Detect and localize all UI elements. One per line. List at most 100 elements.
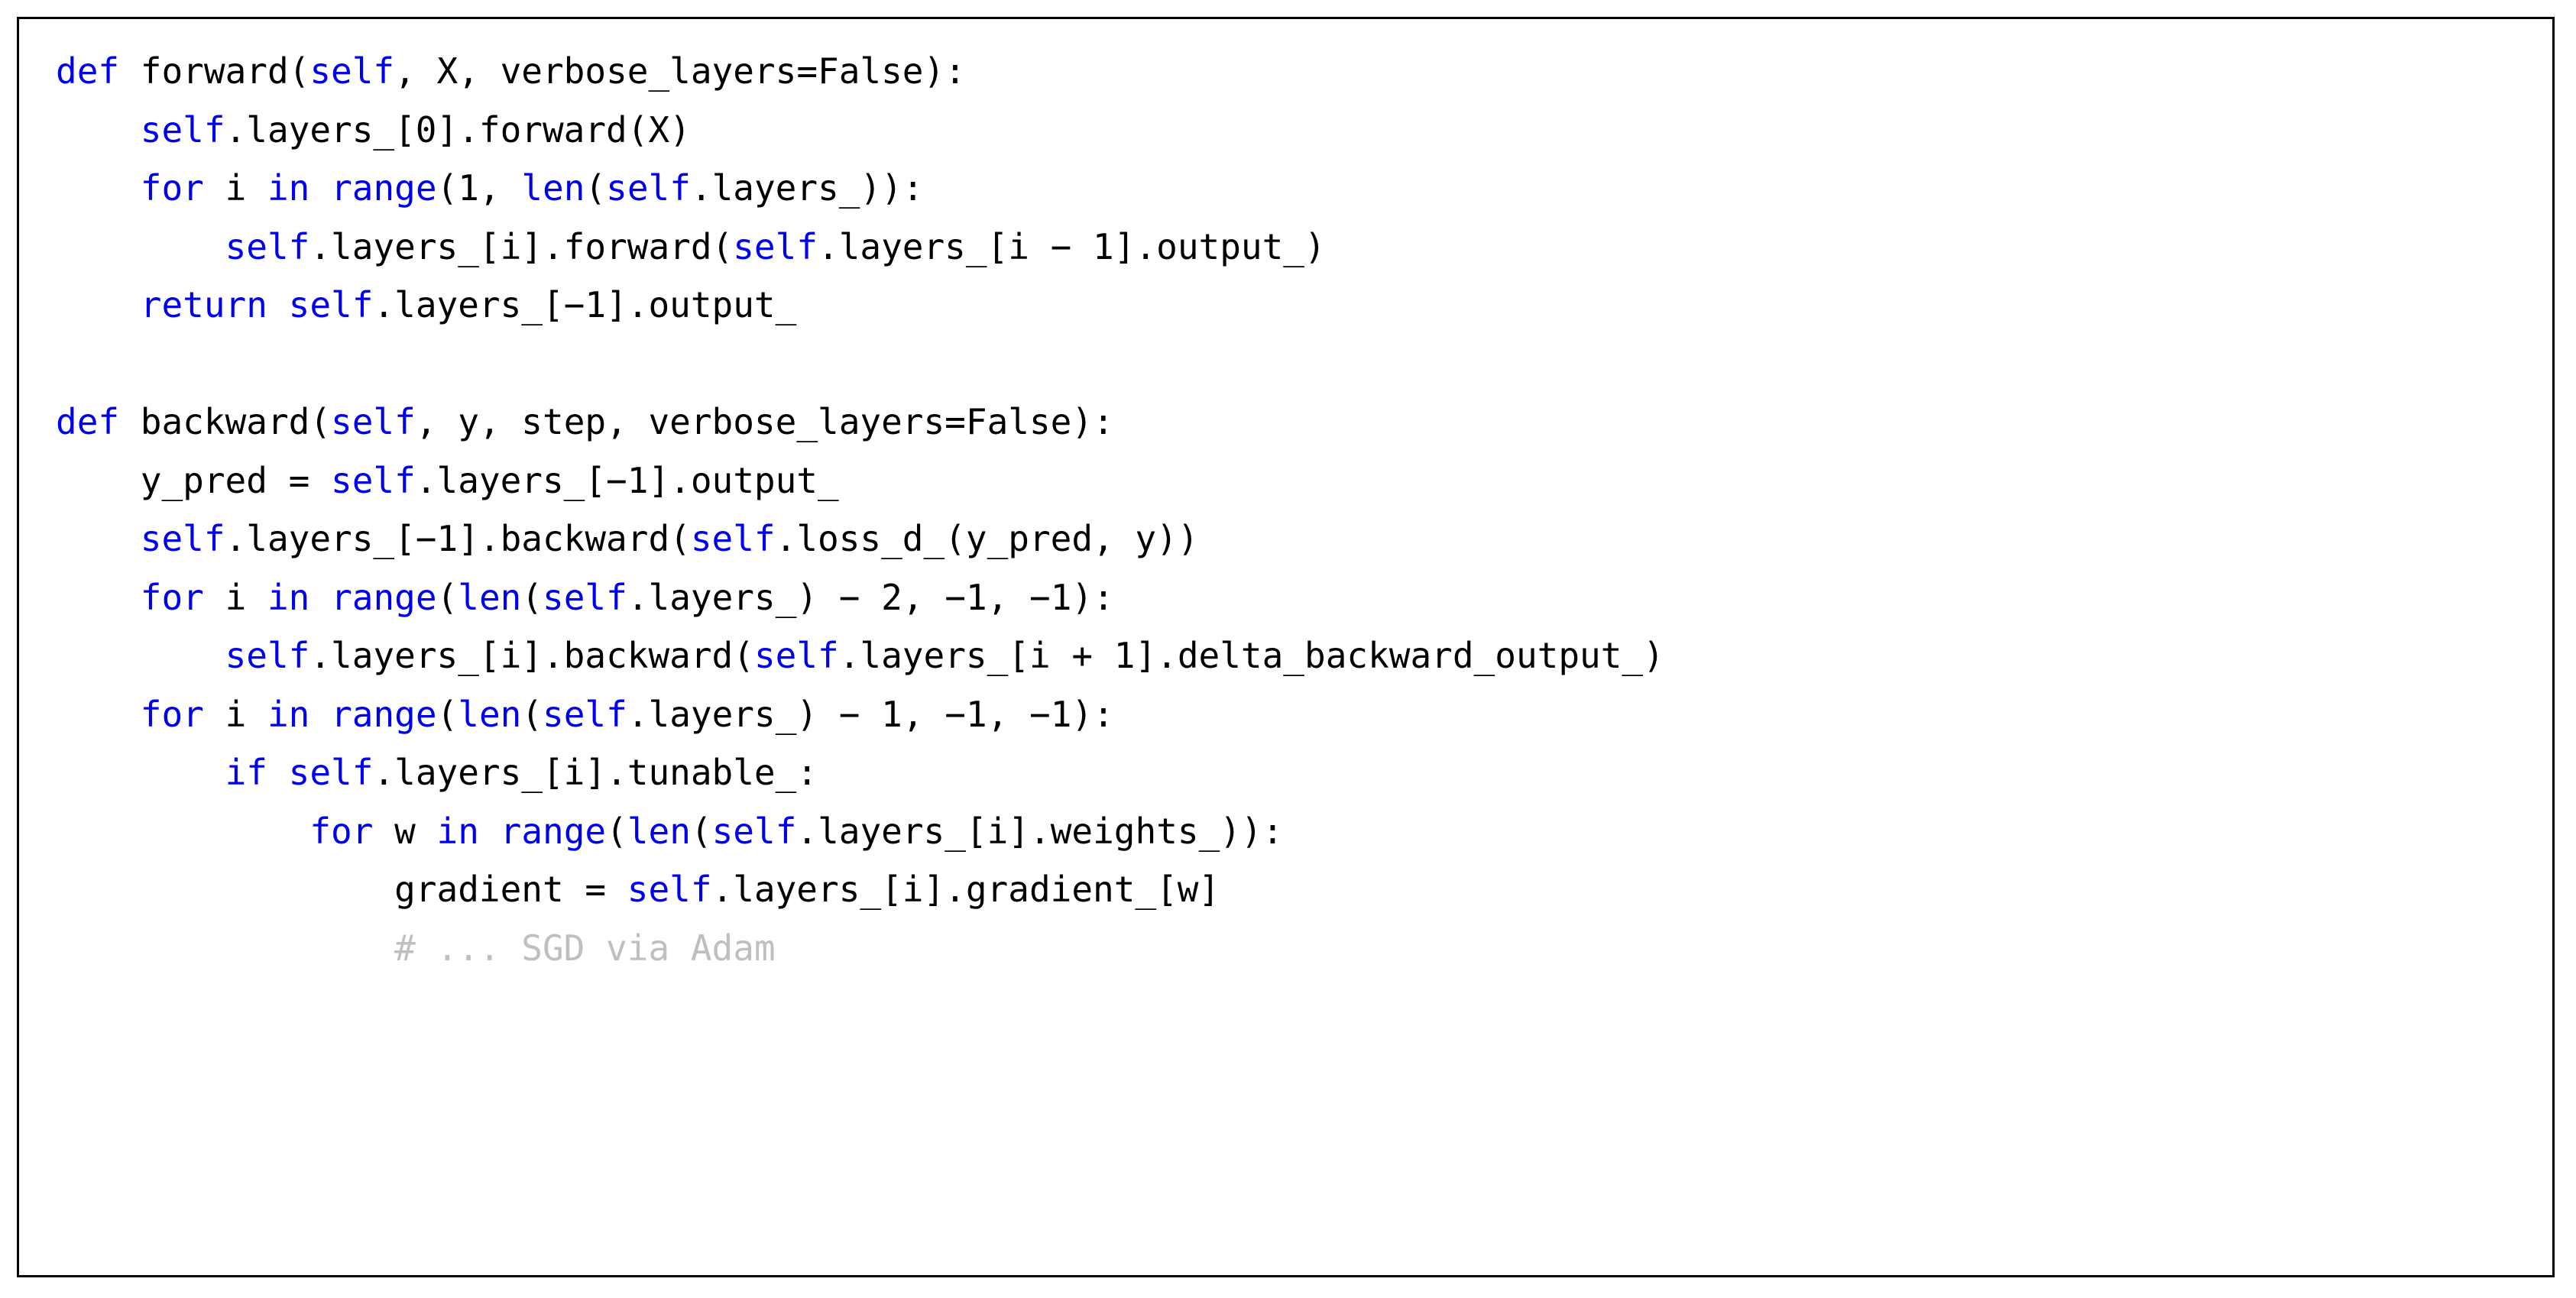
code-self-token: self bbox=[711, 810, 797, 852]
code-keyword: len bbox=[458, 693, 522, 735]
code-listing-frame: def forward(self, X, verbose_layers=Fals… bbox=[17, 17, 2555, 1277]
code-line: if self.layers_[i].tunable_: bbox=[56, 743, 2545, 802]
code-keyword: for bbox=[140, 167, 204, 209]
code-self-token: self bbox=[331, 459, 416, 501]
code-text bbox=[309, 694, 331, 735]
code-text: ( bbox=[690, 810, 712, 852]
code-text: .layers_[i + 1].delta_backward_output_) bbox=[838, 635, 1664, 676]
code-keyword: for bbox=[140, 576, 204, 618]
code-keyword: def bbox=[56, 50, 120, 92]
code-self-token: self bbox=[288, 752, 374, 793]
code-text: ( bbox=[436, 693, 458, 735]
code-text: .layers_[−1].backward( bbox=[225, 518, 691, 559]
code-text: ( bbox=[521, 693, 543, 735]
code-indent bbox=[56, 109, 141, 151]
code-text: gradient = bbox=[394, 869, 627, 910]
code-text: (1, bbox=[436, 167, 522, 209]
code-keyword: range bbox=[500, 810, 607, 852]
code-text bbox=[309, 167, 331, 209]
code-keyword: range bbox=[331, 693, 437, 735]
code-text: , X, verbose_layers=False): bbox=[394, 50, 966, 92]
code-text: i bbox=[203, 167, 267, 209]
code-keyword: for bbox=[140, 693, 204, 735]
code-self-token: self bbox=[543, 576, 627, 618]
code-indent bbox=[56, 460, 141, 501]
code-self-token: self bbox=[288, 284, 374, 325]
code-text: ( bbox=[521, 576, 543, 618]
code-text: .layers_[i].weights_)): bbox=[796, 810, 1284, 852]
code-self-token: self bbox=[543, 693, 627, 735]
code-self-token: self bbox=[309, 50, 395, 92]
code-keyword: if bbox=[225, 752, 267, 793]
code-text: .layers_[−1].output_ bbox=[373, 284, 797, 325]
code-text: .layers_[i].tunable_: bbox=[373, 752, 818, 793]
code-text: .layers_[−1].output_ bbox=[415, 459, 839, 501]
code-self-token: self bbox=[627, 869, 712, 910]
code-text: .layers_[i].forward( bbox=[309, 225, 734, 267]
code-line: def backward(self, y, step, verbose_laye… bbox=[56, 393, 2545, 452]
code-keyword: def bbox=[56, 401, 120, 442]
code-line: gradient = self.layers_[i].gradient_[w] bbox=[56, 860, 2545, 919]
code-text: .layers_[i].backward( bbox=[309, 635, 754, 676]
code-text: y_pred = bbox=[140, 459, 332, 501]
code-keyword: len bbox=[458, 576, 522, 618]
code-line: self.layers_[0].forward(X) bbox=[56, 101, 2545, 160]
code-keyword: return bbox=[140, 284, 267, 325]
code-line: return self.layers_[−1].output_ bbox=[56, 276, 2545, 335]
code-keyword: in bbox=[436, 810, 479, 852]
code-indent bbox=[56, 927, 394, 969]
code-indent bbox=[56, 518, 141, 559]
code-line: # ... SGD via Adam bbox=[56, 919, 2545, 978]
code-text: backward( bbox=[119, 401, 332, 442]
code-text: ( bbox=[585, 167, 607, 209]
code-line: for i in range(len(self.layers_) − 2, −1… bbox=[56, 568, 2545, 627]
code-self-token: self bbox=[331, 401, 416, 442]
code-indent bbox=[56, 167, 141, 209]
code-text: .layers_[i − 1].output_) bbox=[818, 225, 1326, 267]
code-line: for i in range(1, len(self.layers_)): bbox=[56, 159, 2545, 218]
code-text: w bbox=[373, 810, 437, 852]
code-text: .layers_)): bbox=[690, 167, 924, 209]
code-keyword: len bbox=[521, 167, 585, 209]
code-keyword: in bbox=[267, 167, 310, 209]
code-text: i bbox=[203, 693, 267, 735]
code-self-token: self bbox=[140, 108, 225, 151]
code-text: i bbox=[203, 576, 267, 618]
code-keyword: for bbox=[309, 810, 374, 852]
code-text: .layers_) − 1, −1, −1): bbox=[627, 693, 1114, 735]
code-text: .layers_[i].gradient_[w] bbox=[711, 869, 1220, 910]
code-keyword: in bbox=[267, 576, 310, 618]
code-indent bbox=[56, 694, 141, 735]
code-text bbox=[267, 752, 289, 793]
code-text: ( bbox=[606, 810, 627, 852]
code-line: def forward(self, X, verbose_layers=Fals… bbox=[56, 42, 2545, 101]
code-text: .loss_d_(y_pred, y)) bbox=[775, 518, 1199, 559]
code-self-token: self bbox=[733, 225, 818, 267]
code-line: for w in range(len(self.layers_[i].weigh… bbox=[56, 802, 2545, 861]
code-keyword: range bbox=[331, 167, 437, 209]
code-text: forward( bbox=[119, 50, 310, 92]
code-listing: def forward(self, X, verbose_layers=Fals… bbox=[56, 42, 2545, 977]
code-indent bbox=[56, 635, 225, 676]
code-indent bbox=[56, 811, 309, 852]
code-indent bbox=[56, 226, 225, 267]
code-self-token: self bbox=[753, 635, 839, 676]
code-self-token: self bbox=[606, 167, 691, 209]
code-keyword: in bbox=[267, 693, 310, 735]
code-line: self.layers_[−1].backward(self.loss_d_(y… bbox=[56, 510, 2545, 568]
code-self-token: self bbox=[225, 225, 310, 267]
code-self-token: self bbox=[140, 518, 225, 559]
code-line: y_pred = self.layers_[−1].output_ bbox=[56, 452, 2545, 510]
code-indent bbox=[56, 577, 141, 618]
code-line: for i in range(len(self.layers_) − 1, −1… bbox=[56, 685, 2545, 744]
code-line: self.layers_[i].forward(self.layers_[i −… bbox=[56, 218, 2545, 277]
code-line: self.layers_[i].backward(self.layers_[i … bbox=[56, 626, 2545, 685]
code-text: .layers_) − 2, −1, −1): bbox=[627, 576, 1114, 618]
code-text: ( bbox=[436, 576, 458, 618]
code-indent bbox=[56, 284, 141, 325]
code-text bbox=[479, 811, 501, 852]
code-text: .layers_[0].forward(X) bbox=[225, 108, 691, 151]
code-text bbox=[309, 577, 331, 618]
code-blank-line bbox=[56, 335, 2545, 393]
code-keyword: range bbox=[331, 576, 437, 618]
